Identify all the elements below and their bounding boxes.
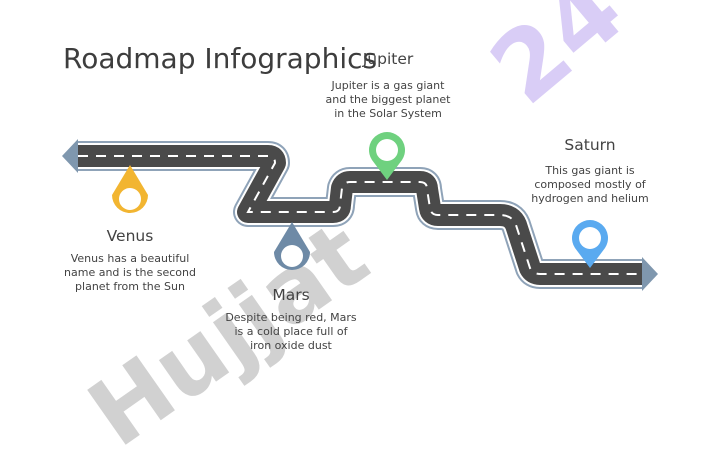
mars-description: Despite being red, Mars is a cold place … (225, 311, 357, 352)
mars-title: Mars (272, 286, 310, 304)
saturn-title: Saturn (564, 136, 616, 154)
jupiter-description: Jupiter is a gas giant and the biggest p… (325, 79, 451, 120)
jupiter-pin-icon (369, 132, 405, 180)
venus-pin-icon (112, 165, 148, 213)
saturn-pin-icon (572, 220, 608, 268)
jupiter-title: Jupiter (362, 50, 414, 68)
venus-description: Venus has a beautiful name and is the se… (64, 252, 196, 293)
roadmap-graphic (62, 132, 658, 291)
roadmap-slide: 24 Hujjat Roadmap Inf (62, 0, 658, 468)
arrow-left-icon (62, 139, 78, 173)
arrow-right-icon (642, 257, 658, 291)
road-lane-markings (78, 155, 642, 275)
page-title: Roadmap Infographics (63, 42, 378, 75)
mars-pin-icon (274, 222, 310, 270)
saturn-description: This gas giant is composed mostly of hyd… (531, 164, 649, 205)
venus-title: Venus (106, 227, 154, 245)
